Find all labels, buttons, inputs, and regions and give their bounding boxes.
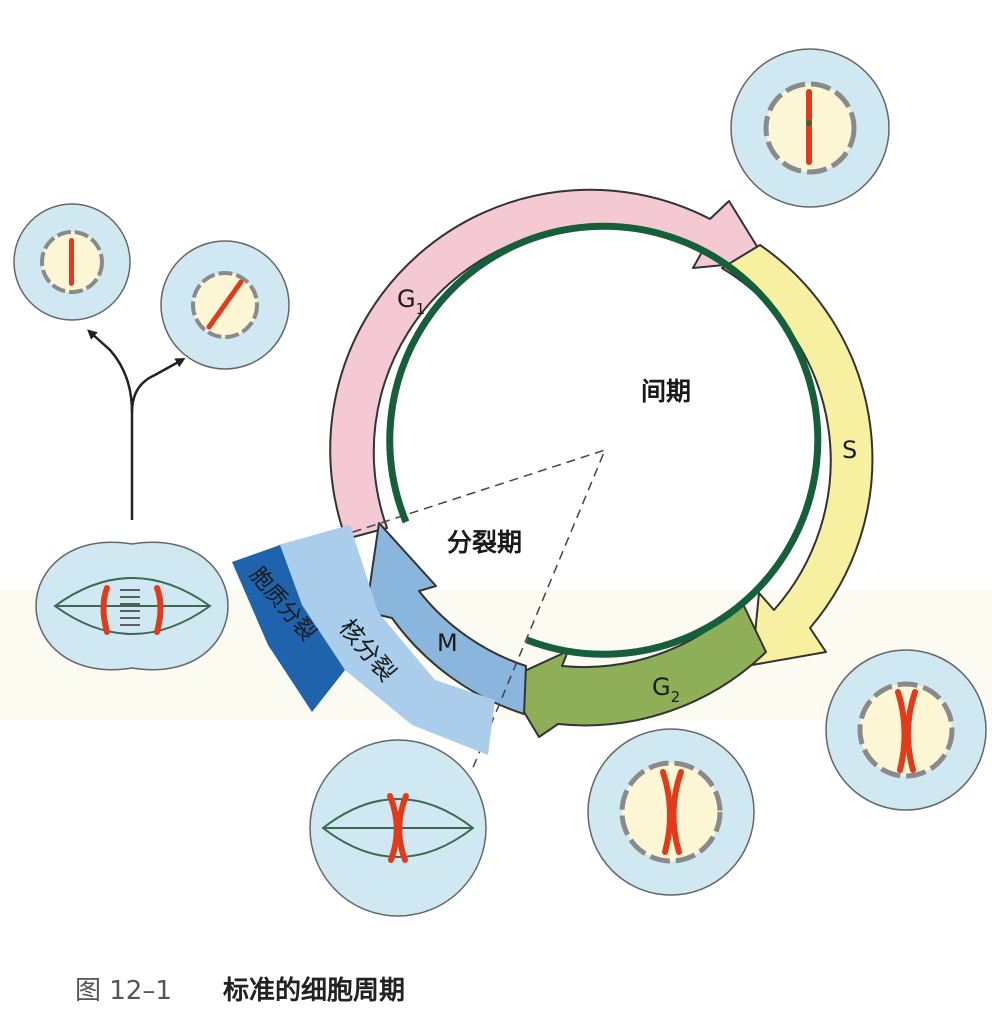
- daughter-cell-right: [160, 240, 290, 370]
- cell-dividing: [35, 541, 229, 671]
- cell-metaphase: [309, 739, 487, 917]
- chromosome: [69, 238, 74, 286]
- chromosome: [806, 89, 812, 165]
- chromosome: [396, 793, 409, 863]
- mitotic-wedge-line: [266, 448, 607, 771]
- chromosome: [895, 689, 908, 773]
- figure-caption: 标准的细胞周期: [223, 975, 405, 1006]
- cell-g2-bottom: [587, 728, 755, 896]
- chromosome: [904, 689, 918, 773]
- cytokinesis-band: [232, 545, 345, 712]
- cell-g1-s: [730, 48, 890, 208]
- g2-label: G2: [652, 673, 680, 706]
- m-label: M: [437, 629, 458, 657]
- cell-g2-right: [825, 649, 987, 811]
- s-label: S: [842, 436, 857, 464]
- chromosome: [660, 769, 673, 855]
- m-arrow: [365, 522, 527, 715]
- g1-label: G1: [397, 285, 425, 318]
- figure-number: 图 12–1: [75, 976, 172, 1006]
- division-arrows: [87, 329, 186, 520]
- interphase-label: 间期: [641, 377, 691, 406]
- daughter-cell-left: [13, 203, 131, 321]
- chromosome: [206, 279, 244, 330]
- nuclear-division-band: [278, 525, 495, 755]
- mitotic-phase-label: 分裂期: [447, 528, 522, 557]
- g1-arrow: [329, 188, 767, 540]
- chromosome: [670, 769, 684, 855]
- chromosome: [100, 585, 110, 635]
- interphase-ring: [386, 222, 822, 658]
- chromosome: [154, 585, 164, 635]
